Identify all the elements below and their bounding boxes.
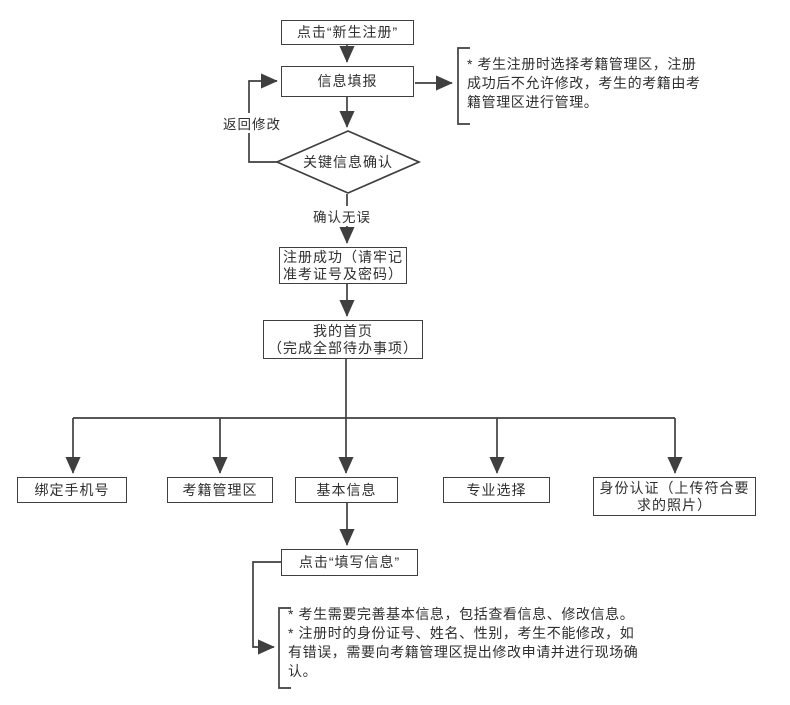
node-register-click: 点击“新生注册” bbox=[281, 20, 414, 45]
note-basic-info: * 考生需要完善基本信息，包括查看信息、修改信息。 * 注册时的身份证号、姓名、… bbox=[288, 606, 639, 679]
note-register-region: * 考生注册时选择考籍管理区，注册 成功后不允许修改，考生的考籍由考 籍管理区进… bbox=[467, 56, 701, 110]
node-exam-region: 考籍管理区 bbox=[167, 477, 273, 503]
diamond-key-info-confirm bbox=[274, 130, 422, 194]
node-register-success: 注册成功（请牢记 准考证号及密码） bbox=[279, 247, 407, 284]
node-major-select: 专业选择 bbox=[443, 477, 550, 503]
bottom-note-bracket bbox=[278, 607, 291, 689]
node-identity-auth: 身份认证（上传符合要 求的照片） bbox=[593, 477, 756, 516]
edge-label-return-modify: 返回修改 bbox=[221, 113, 283, 133]
node-info-fill: 信息填报 bbox=[281, 66, 414, 97]
node-bind-phone: 绑定手机号 bbox=[17, 477, 127, 503]
diamond-label-key-info-confirm: 关键信息确认 bbox=[303, 154, 393, 170]
edge-fillinfo-to-note bbox=[252, 561, 281, 655]
right-note-bracket bbox=[457, 47, 470, 125]
node-my-homepage: 我的首页 （完成全部待办事项） bbox=[263, 320, 423, 359]
node-fill-info-click: 点击“填写信息” bbox=[281, 549, 418, 576]
node-basic-info: 基本信息 bbox=[295, 477, 398, 503]
edge-label-confirmed-ok: 确认无误 bbox=[311, 206, 373, 226]
